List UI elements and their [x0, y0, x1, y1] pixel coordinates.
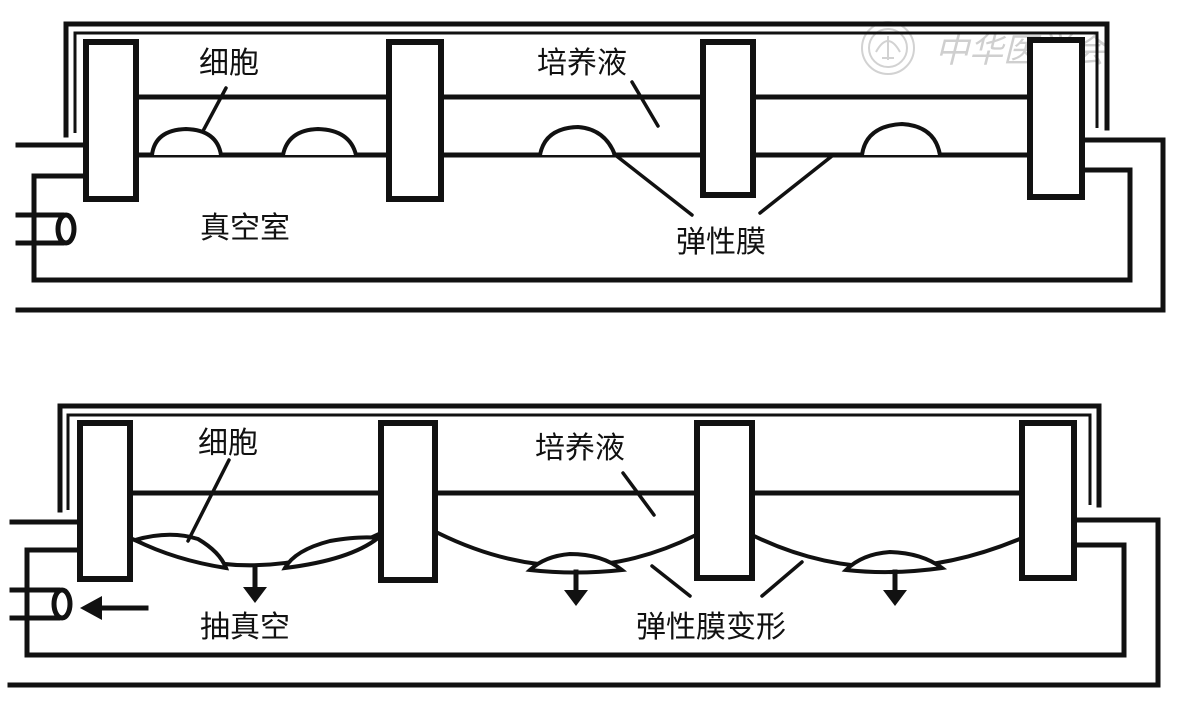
lid-outer-frame — [63, 21, 1110, 138]
vacuum-port-icon — [55, 212, 77, 246]
membrane-leader-line — [650, 564, 692, 598]
cell-leader-line — [201, 86, 228, 133]
down-arrow-icon — [883, 569, 907, 606]
label-membrane-deformation: 弹性膜变形 — [636, 610, 786, 645]
vacuum-chamber-inner-wall — [24, 542, 1127, 658]
support-post — [386, 39, 444, 202]
vacuum-chamber-outer-wall — [7, 517, 1161, 688]
membrane-leader-line — [612, 152, 694, 217]
bottom-panel: 细胞 培养液 抽真空 弹性膜变形 — [7, 403, 1161, 688]
support-post — [700, 39, 756, 198]
support-post — [694, 420, 755, 581]
cell-dome — [281, 126, 358, 156]
label-evacuate: 抽真空 — [200, 610, 290, 645]
cell-stretched — [841, 549, 948, 575]
down-arrow-icon — [564, 569, 588, 606]
membrane-leader-line — [758, 154, 834, 215]
airflow-arrow-icon — [80, 596, 149, 620]
label-culture-medium: 培养液 — [535, 431, 625, 466]
label-vacuum-chamber: 真空室 — [200, 211, 290, 246]
lid-inner-frame — [66, 413, 1092, 510]
label-elastic-membrane: 弹性膜 — [676, 225, 766, 260]
vacuum-chamber-inner-wall — [31, 167, 1133, 283]
top-panel: 细胞 培养液 真空室 弹性膜 — [15, 21, 1166, 313]
support-post — [378, 420, 438, 583]
cell-dome — [860, 121, 942, 156]
vacuum-port-icon — [51, 587, 73, 621]
vacuum-inlet-pipe — [9, 587, 61, 621]
support-post — [1027, 37, 1085, 200]
society-seal-icon — [861, 21, 915, 75]
lid-inner-frame — [73, 31, 1099, 133]
cell-stretched — [281, 535, 384, 571]
membrane-leader-line — [760, 560, 804, 598]
label-culture-medium: 培养液 — [537, 46, 627, 81]
medium-leader-line — [621, 471, 656, 517]
down-arrow-icon — [243, 565, 267, 603]
support-post — [83, 39, 139, 202]
vacuum-inlet-pipe — [15, 212, 65, 246]
vacuum-chamber-outer-wall — [15, 137, 1166, 313]
cell-leader-line — [186, 458, 231, 543]
support-post — [77, 420, 133, 582]
lid-outer-frame — [57, 403, 1102, 513]
cell-dome — [150, 126, 223, 156]
label-cell: 细胞 — [199, 46, 259, 81]
cell-dome — [538, 124, 617, 156]
cell-stretched — [129, 532, 230, 571]
support-post — [1019, 420, 1077, 581]
medium-leader-line — [630, 80, 660, 128]
cell-stretched — [525, 551, 628, 575]
label-cell: 细胞 — [198, 426, 258, 461]
